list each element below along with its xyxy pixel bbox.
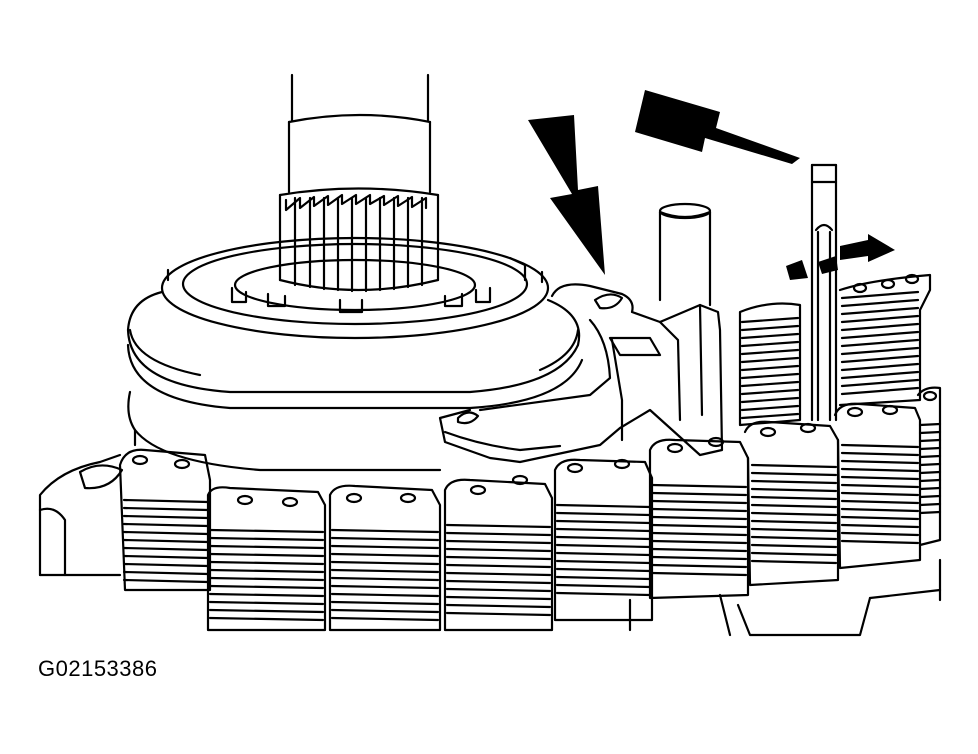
guide-rod [810,163,838,422]
input-shaft [287,73,432,194]
pointer-arrow-plate-icon [840,234,895,262]
plate-stacks-front [118,386,942,632]
clutch-drum-upper [160,236,550,340]
small-arrow-b-icon [818,256,838,274]
transmission-housing [38,453,942,637]
clutch-drum-lower [126,290,584,472]
pointer-arrow-rod-icon [635,90,800,164]
small-arrow-a-icon [786,260,808,280]
support-post [658,202,712,307]
removal-tool [438,283,724,464]
pointer-arrow-tool-icon [528,115,605,275]
plate-stacks-back [738,273,932,427]
figure-id-label: G02153386 [38,656,158,681]
